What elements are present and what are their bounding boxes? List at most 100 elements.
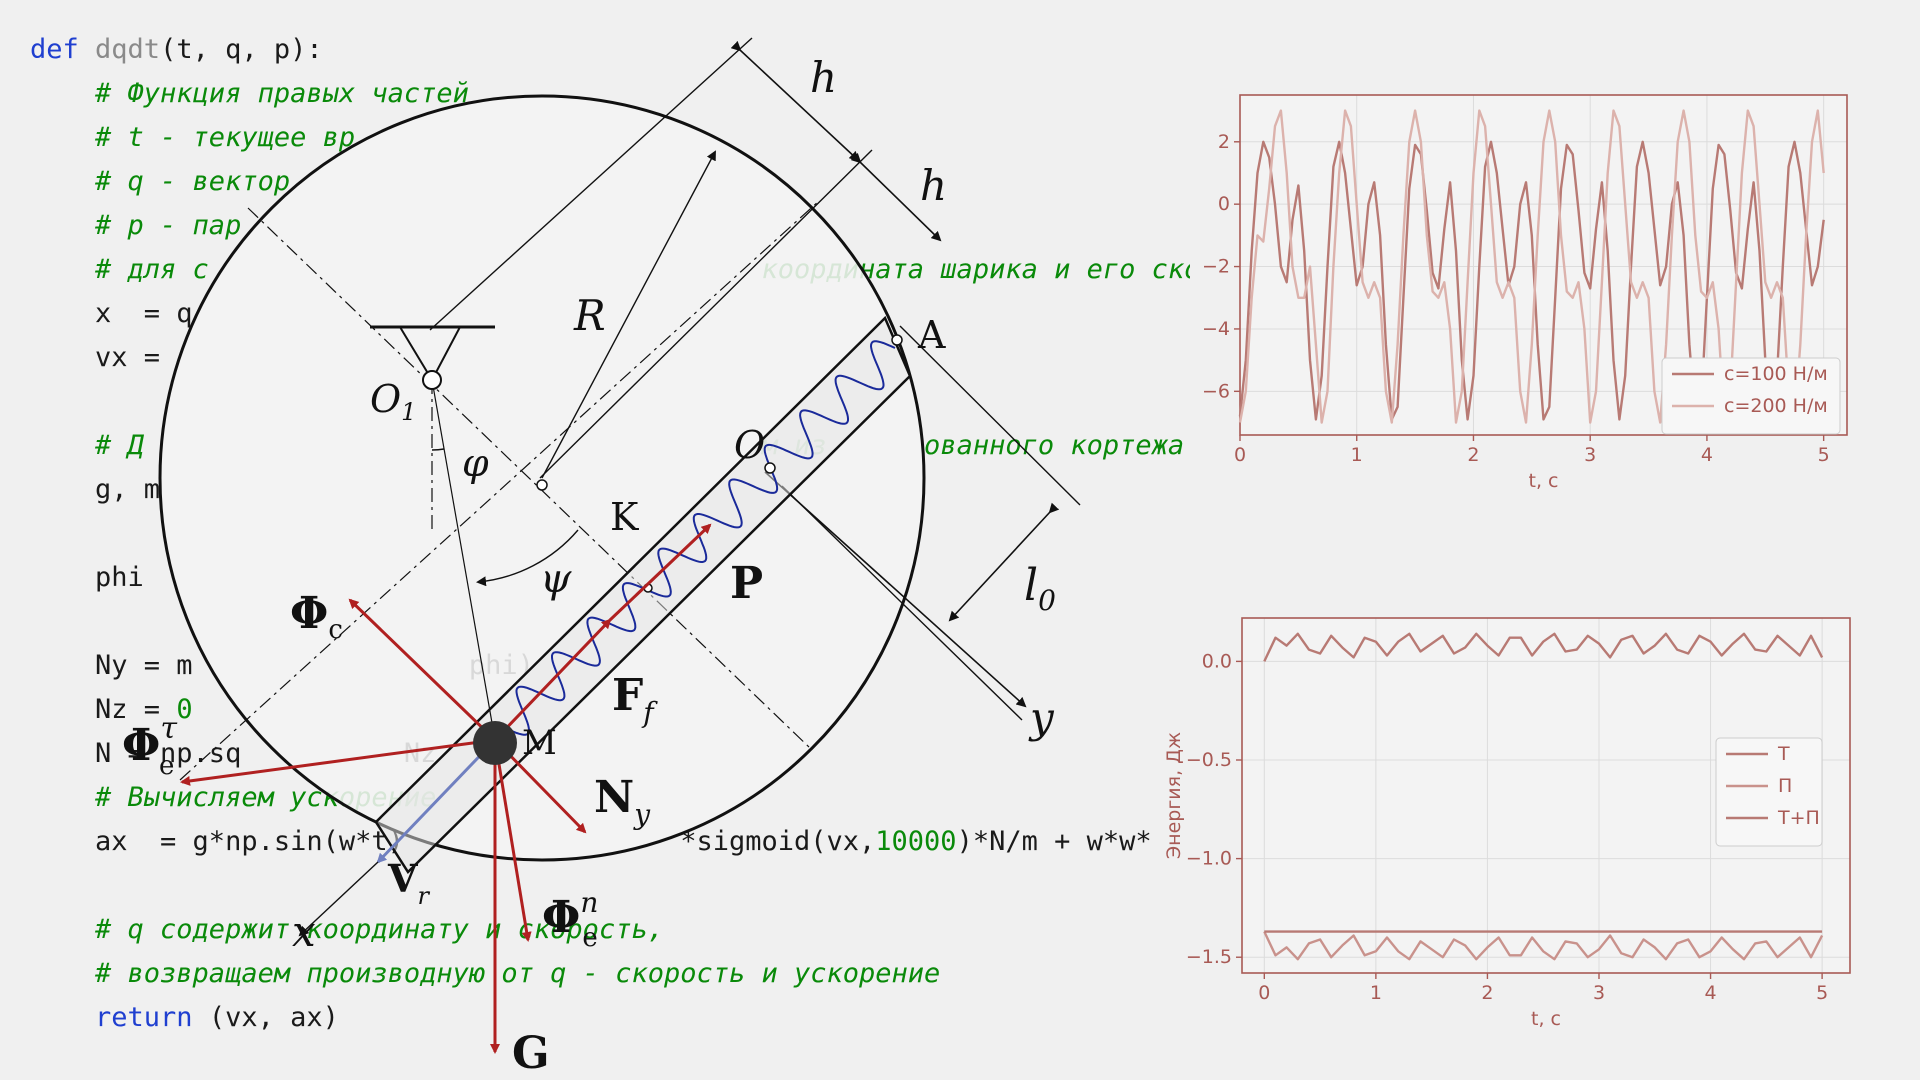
plot-frame [1241,617,1851,974]
code-token: # q - вектор [30,166,291,197]
y-tick-label: −1.0 [1186,848,1232,870]
code-token: (vx, ax) [192,1002,339,1033]
y-tick-label: −1.5 [1186,946,1232,968]
code-token: phi [30,562,144,593]
legend-label: T [1777,743,1790,765]
code-line: def dqdt(t, q, p): [30,32,323,68]
code-line: # возвращаем производную от q - скорость… [30,956,940,992]
code-line: # Функция правых частей [30,76,469,112]
x-tick-label: 1 [1370,982,1382,1004]
phi-arc [431,448,445,451]
disc-center [536,479,548,491]
code-token: # Д [30,430,144,461]
code-token: dqdt [95,34,161,65]
code-token: # p - пар [30,210,242,241]
code-line: # q - вектор [30,164,290,200]
label-o1: O1 [370,377,416,426]
code-token: return [95,1002,193,1033]
x-tick-label: 3 [1584,444,1596,466]
support-triangle [398,326,462,383]
x-tick-label: 3 [1593,982,1605,1004]
label-r: R [573,291,606,340]
code-token: # Функция правых частей [30,78,469,109]
code-token: x = q [30,298,193,329]
label-phi: φ [462,441,489,485]
radius-arrow [541,150,716,479]
code-line: x = q [30,296,193,332]
code-line: g, m [30,472,160,508]
legend-label: c=200 Н/м [1724,395,1828,417]
y-tick-label: 2 [1218,131,1230,153]
code-token: vx = [30,342,161,373]
code-line: phi [30,560,144,596]
code-token: 0 [176,694,193,725]
x-tick-label: 0 [1234,444,1246,466]
x-tick-label: 2 [1467,444,1479,466]
h2-dimension [850,152,942,242]
x-tick-label: 5 [1816,982,1828,1004]
code-line: # q содержит координату и скорость, [30,912,664,948]
label-x: x [292,907,316,956]
pivot-o1 [422,370,442,390]
code-token: def [30,34,96,65]
series-line-1 [1263,931,1824,961]
label-l0: l0 [1024,560,1056,617]
code-token: (t, q, p): [160,34,323,65]
x-tick-label: 4 [1701,444,1713,466]
code-token: N = np.sq [30,738,242,769]
x-tick-label: 1 [1351,444,1363,466]
legend-box [1661,357,1841,435]
velocity-vr-arrow [376,738,497,864]
label-ny: Ny [594,772,651,831]
y-tick-label: 0.0 [1202,650,1232,672]
code-line: # t - текущее вр [30,120,355,156]
y-tick-label: −2 [1202,256,1230,278]
label-phi-c: Φc [290,588,343,645]
code-line: return (vx, ax) [30,1000,339,1036]
mass-m [473,721,517,765]
y-axis-label: Энергия, Дж [1163,732,1185,859]
h1-dimension [730,40,860,162]
label-psi: ψ [540,556,572,602]
dashdot-line-1 [247,207,811,749]
dimension-ray-4 [781,485,1023,721]
code-token: g, m [30,474,161,505]
label-m: M [522,723,557,763]
axis-y [764,471,1027,708]
force-ff-arrow [493,618,612,742]
code-token: Ny = m [30,650,193,681]
force-phi-tau-arrow [180,738,496,786]
force-phi-c-arrow [348,598,497,742]
point-a [891,334,903,346]
dimension-ray-3 [899,325,1081,506]
x-tick-label: 5 [1818,444,1830,466]
force-p-arrow [608,523,712,622]
axis-x [298,861,379,937]
x-tick-label: 0 [1258,982,1270,1004]
label-h1: h [810,53,837,102]
y-tick-label: −4 [1202,318,1230,340]
series-line-0 [1263,632,1824,662]
code-token: ax = g*np.sin(w*t) [30,826,404,857]
code-line: Nz = 0 [30,692,193,728]
dashdot-line-2 [179,199,821,781]
y-tick-label: −6 [1202,380,1230,402]
x-axis-label: t, с [1529,470,1559,492]
y-tick-label: −0.5 [1186,749,1232,771]
rod-o1-m [431,379,496,741]
x-axis-label: t, с [1531,1008,1561,1030]
point-o [764,462,776,474]
plot-frame [1239,94,1848,436]
label-g: G [512,1028,550,1079]
code-token: # q содержит координату и скорость, [30,914,664,945]
psi-arc [476,529,579,587]
label-ff: Ff [612,670,658,729]
legend-label: T+П [1777,807,1820,829]
legend-label: П [1778,775,1792,797]
code-token: Nz = [30,694,177,725]
series-line-0 [1238,140,1825,421]
label-a: A [917,313,946,357]
legend-label: c=100 Н/м [1724,363,1828,385]
